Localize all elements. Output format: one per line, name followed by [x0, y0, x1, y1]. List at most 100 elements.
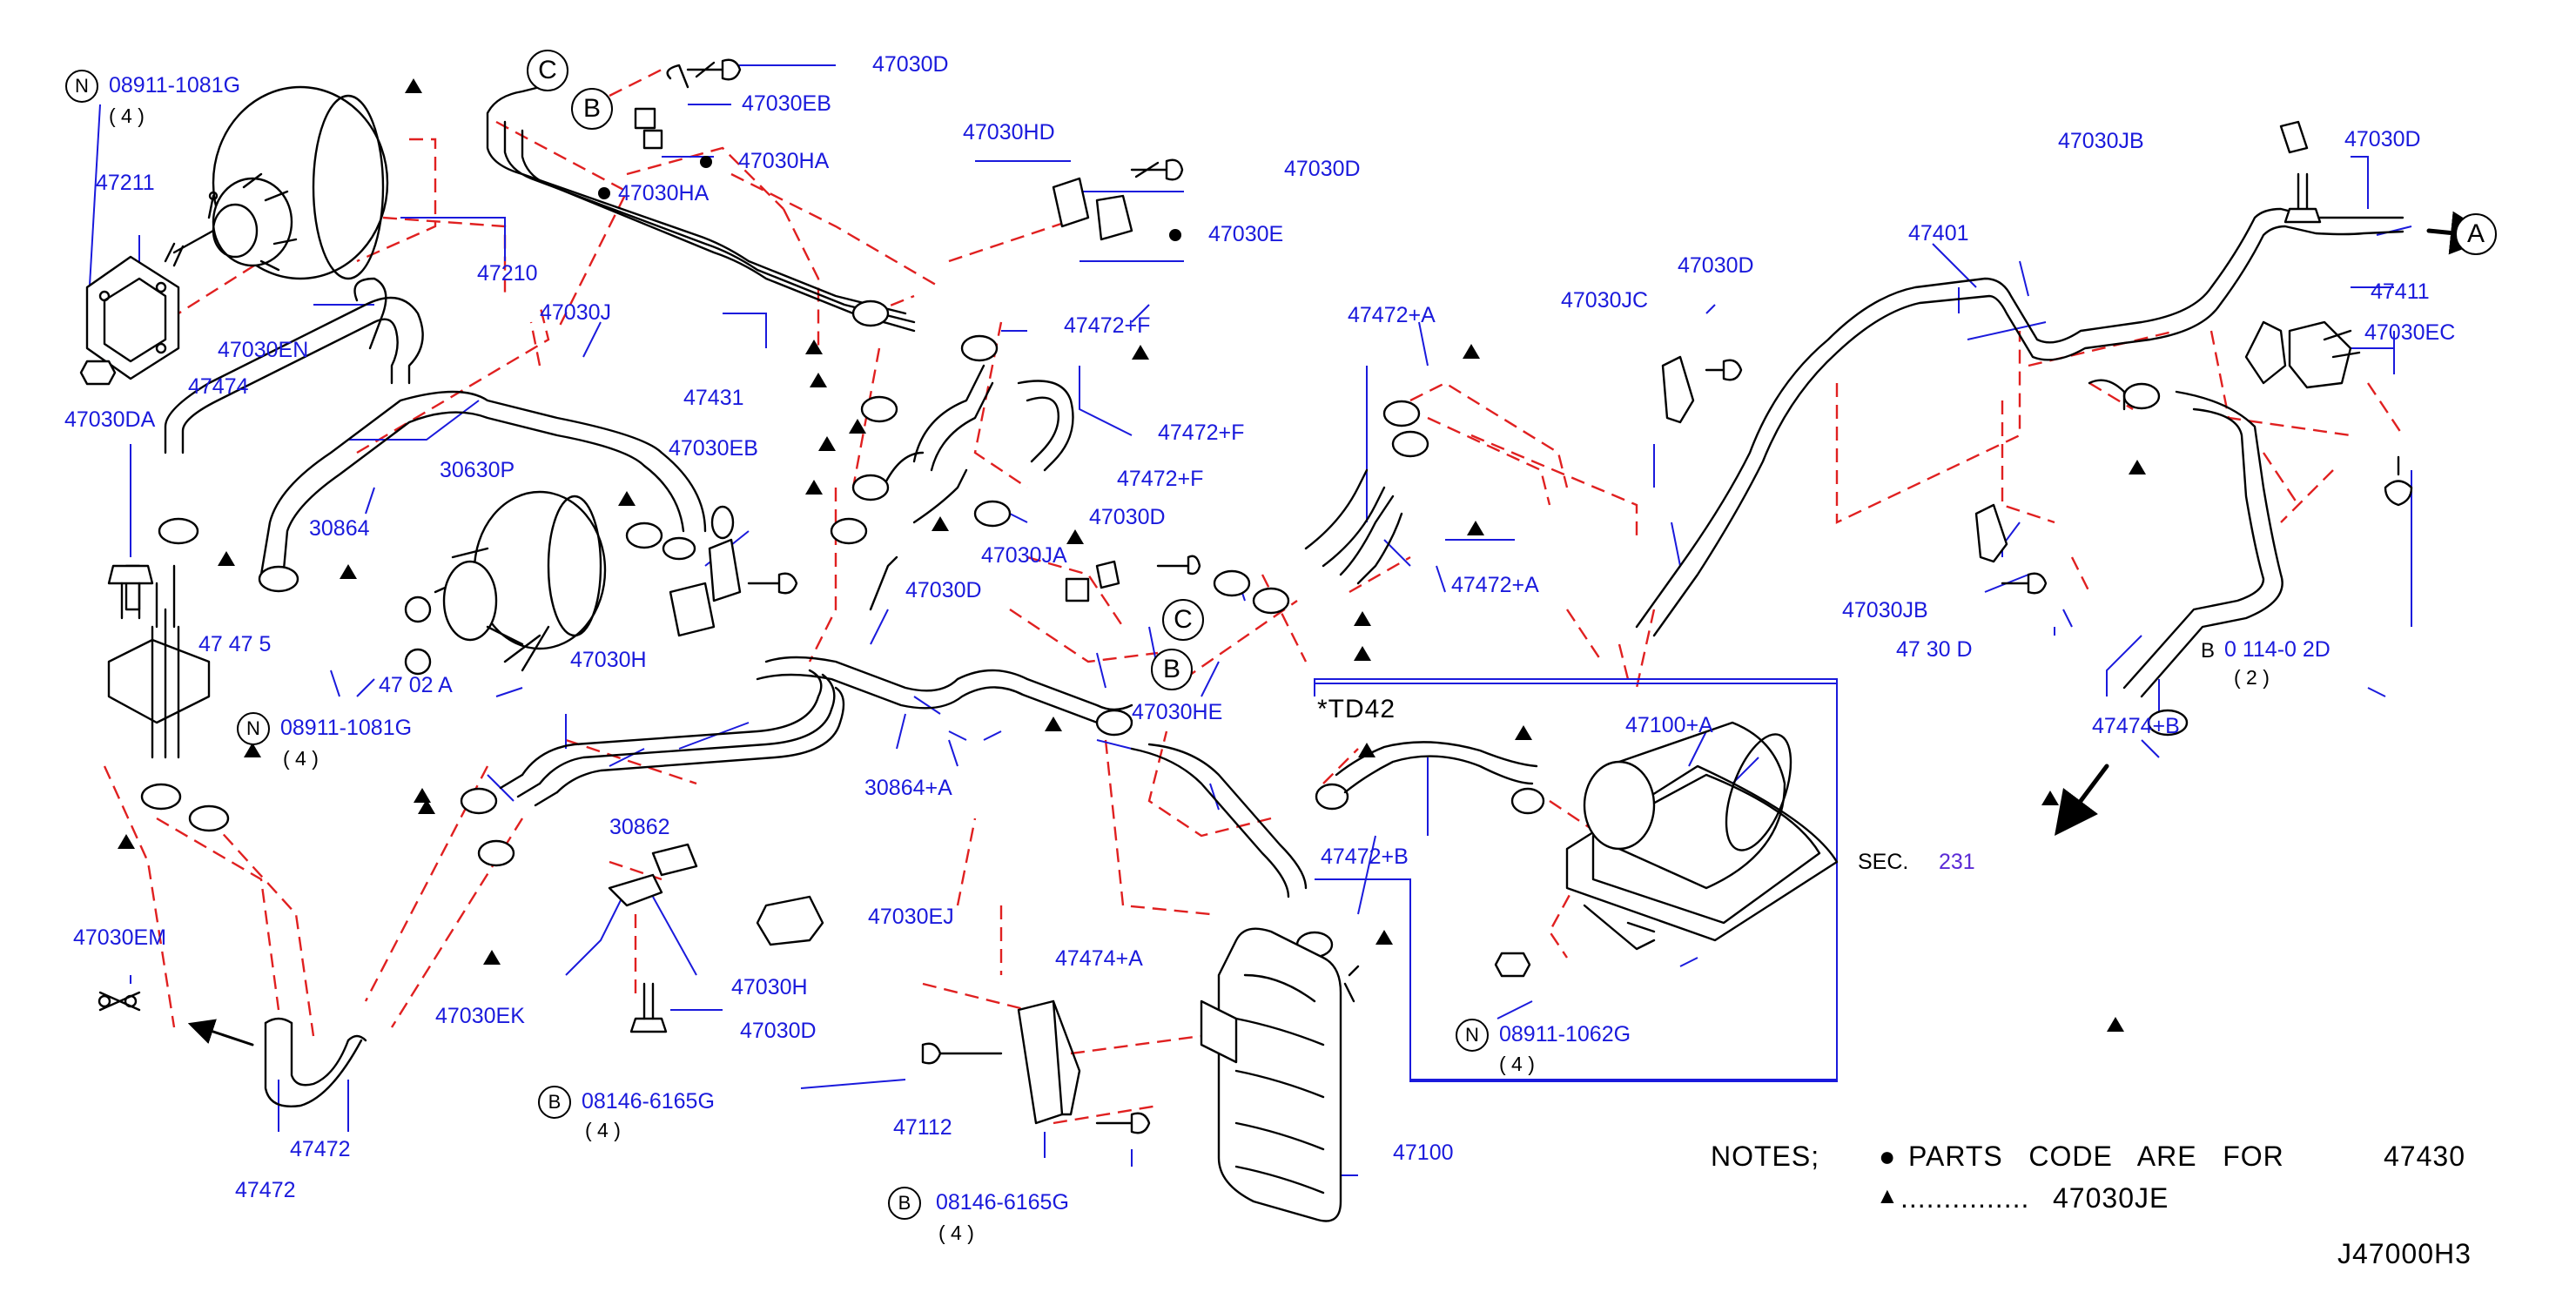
- label-47030HD: 47030HD: [963, 120, 1055, 145]
- hose-47474B: [2140, 390, 2283, 698]
- bracket-47112: [1017, 999, 1081, 1125]
- label-47030EJ: 47030EJ: [868, 905, 954, 929]
- hose-30864: [259, 390, 707, 576]
- arrow-left: [187, 1019, 254, 1046]
- callout-b-mid: B: [1151, 649, 1193, 690]
- nut-08911-1062G: [1494, 952, 1531, 978]
- label-47030HA-b: 47030HA: [618, 181, 710, 205]
- label-47030DA: 47030DA: [64, 407, 156, 432]
- label-sec: SEC.: [1858, 850, 1909, 874]
- label-47472-a: 47472: [290, 1137, 351, 1161]
- label-47475-partial: 47 47 5: [198, 632, 272, 656]
- brake-booster: [164, 85, 389, 280]
- label-47030D-f: 47030D: [1678, 253, 1754, 278]
- label-47030J: 47030J: [540, 300, 612, 325]
- bolt-47030D-f: [1705, 359, 1743, 381]
- label-08146-6165G-b: 08146-6165G: [936, 1190, 1069, 1215]
- bolt-47030D-b: [1130, 158, 1184, 181]
- clip-47030JA: [1065, 577, 1090, 602]
- bracket-47030E: [1095, 194, 1133, 241]
- label-47030D-partial: 47 30 D: [1896, 637, 1973, 662]
- label-47030JC: 47030JC: [1561, 288, 1649, 313]
- label-08911-1081G-mid: 08911-1081G: [280, 716, 413, 740]
- label-47030D-d: 47030D: [905, 578, 982, 602]
- bolt-47030D-top: [686, 58, 742, 81]
- label-47472B: 47472+B: [1321, 845, 1409, 869]
- circle-b-icon-a: B: [538, 1086, 571, 1119]
- notes-row2-code: 47030JE: [2053, 1182, 2169, 1214]
- label-47030EN: 47030EN: [218, 338, 309, 362]
- hose-47472F-3: [1017, 380, 1074, 472]
- exhaust-symbol: [98, 991, 141, 1012]
- label-47030H-partial: 47030H: [570, 648, 647, 672]
- diagram-id: J47000H3: [2337, 1238, 2472, 1269]
- hose-47472-left-b: [290, 1021, 350, 1087]
- notes-row1-code: 47430: [2384, 1141, 2465, 1172]
- bolt-47030EC: [2384, 455, 2413, 507]
- bracket-47030HD: [1052, 177, 1090, 228]
- notes-row1-text: PARTS CODE ARE FOR: [1908, 1141, 2284, 1172]
- assembly-dash-lines: [95, 68, 2404, 1125]
- valve-47411: [2244, 320, 2361, 389]
- label-47030HE: 47030HE: [1132, 700, 1223, 724]
- arrow-sec-231: [2055, 764, 2109, 836]
- label-47030EM: 47030EM: [73, 925, 167, 950]
- label-47474: 47474: [188, 374, 249, 399]
- hose-47472B: [1343, 755, 1534, 794]
- label-47030EB-mid: 47030EB: [669, 436, 758, 461]
- bolt-47030D-c: [1156, 555, 1201, 575]
- label-47030D-right: 47030D: [2344, 127, 2421, 151]
- clip-47030EB-top: [634, 107, 656, 130]
- qty-partial: ( 2 ): [2234, 666, 2270, 689]
- circle-n-icon-mid: N: [237, 712, 270, 745]
- hose-47472-left: [264, 1021, 363, 1107]
- notes-title: NOTES;: [1711, 1141, 1820, 1172]
- qty-1062: ( 4 ): [1499, 1053, 1535, 1075]
- hose-47472A: [1304, 468, 1369, 550]
- callout-c-top: C: [527, 50, 568, 91]
- bolt-47030D-lower: [629, 982, 668, 1033]
- label-47100: 47100: [1393, 1141, 1454, 1165]
- dot-icon: ●: [1879, 1141, 1897, 1172]
- circle-n-icon-1062: N: [1456, 1019, 1489, 1052]
- label-30864A: 30864+A: [864, 776, 952, 800]
- label-47030D-top: 47030D: [872, 52, 949, 77]
- label-47030D-e: 47030D: [740, 1019, 817, 1043]
- label-47472F-c: 47472+F: [1117, 467, 1204, 491]
- label-47030EK: 47030EK: [435, 1004, 525, 1028]
- label-08146-6165G-a: 08146-6165G: [582, 1089, 715, 1114]
- label-47030JA: 47030JA: [981, 543, 1067, 568]
- hose-47474: [164, 296, 424, 454]
- label-47472A-a: 47472+A: [1348, 303, 1436, 327]
- label-47472A-b: 47472+A: [1451, 573, 1539, 597]
- variant-box: [1315, 683, 1838, 1082]
- label-47030E: 47030E: [1208, 222, 1284, 246]
- pipe-bundle-30862: [499, 669, 845, 807]
- label-47030D-b: 47030D: [1284, 157, 1361, 181]
- nut-a: [79, 360, 117, 386]
- bracket-47030JB-mid: [1974, 503, 2008, 563]
- label-47112: 47112: [893, 1115, 952, 1140]
- canister-47100: [1200, 927, 1360, 1222]
- label-08911-1062G: 08911-1062G: [1499, 1022, 1631, 1046]
- label-47030D-c: 47030D: [1089, 505, 1166, 529]
- label-b-partial: 0 114-0 2D: [2224, 637, 2331, 662]
- label-47401: 47401: [1908, 221, 1969, 246]
- label-47472F-b: 47472+F: [1158, 421, 1245, 445]
- label-47030H: 47030H: [731, 975, 808, 999]
- label-47030JB-mid: 47030JB: [1842, 598, 1928, 622]
- circle-b-icon-b: B: [888, 1187, 921, 1220]
- pipe-47401: [1635, 207, 2404, 637]
- label-30630P: 30630P: [440, 458, 515, 482]
- bolt-47030D-partial: [2001, 572, 2048, 595]
- bracket-47030H: [651, 843, 698, 877]
- dot-markers: [598, 156, 1181, 241]
- booster-gasket: [85, 255, 180, 380]
- hose-lower-f: [912, 468, 968, 524]
- label-30864: 30864: [309, 516, 370, 541]
- label-sec-231: 231: [1939, 850, 1975, 874]
- qty-mid: ( 4 ): [283, 747, 319, 770]
- callout-b-top: B: [571, 88, 613, 130]
- pipe-47431: [486, 85, 916, 333]
